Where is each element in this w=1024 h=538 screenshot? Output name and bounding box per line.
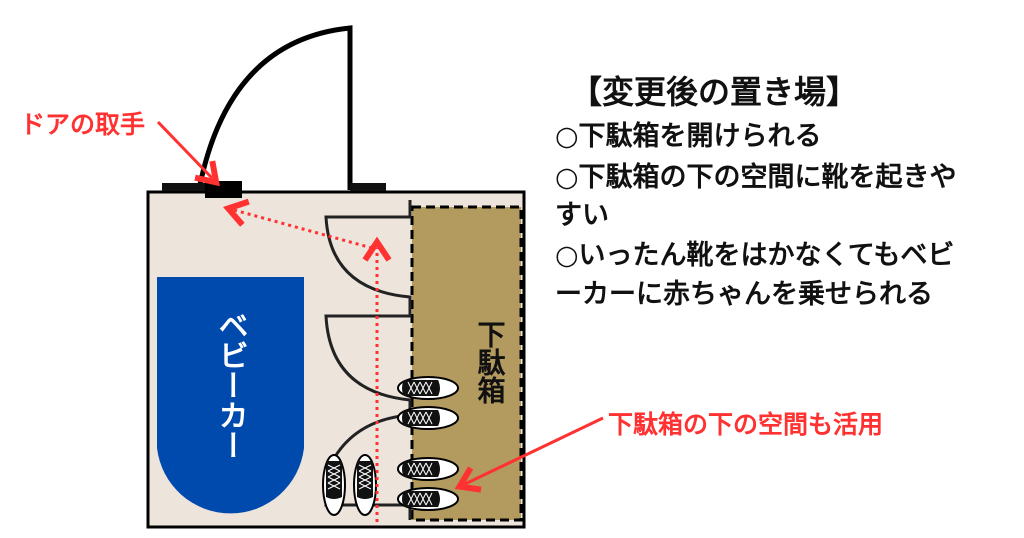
shoe-icon	[353, 454, 377, 516]
stroller-label: ベビーカー	[213, 310, 248, 460]
under-space-label: 下駄箱の下の空間も活用	[608, 410, 883, 439]
note-line: ○いったん靴をはかなくてもベビ	[555, 240, 954, 271]
note-line: ○下駄箱を開けられる	[555, 120, 822, 152]
shoe-icon	[397, 487, 459, 511]
note-line: ーカーに赤ちゃんを乗せられる	[555, 279, 933, 310]
door-handle	[205, 181, 242, 198]
shoe-icon	[397, 406, 459, 430]
front-door	[162, 25, 386, 191]
shoe-icon	[397, 457, 459, 481]
note-line: ○下駄箱の下の空間に靴を起きや	[555, 161, 957, 193]
under-space-pointer-arrow	[454, 416, 604, 493]
notes-title: 【変更後の置き場】	[570, 73, 858, 111]
shoe-icon	[322, 454, 346, 516]
shoe-cabinet-label: 下駄箱	[474, 320, 507, 404]
door-handle-pointer-arrow	[156, 120, 220, 187]
door-handle-label: ドアの取手	[20, 110, 145, 139]
shoe-icon	[397, 376, 459, 400]
note-line: すい	[555, 200, 609, 231]
stroller-area	[157, 277, 304, 514]
movement-path-arrow	[223, 198, 392, 522]
